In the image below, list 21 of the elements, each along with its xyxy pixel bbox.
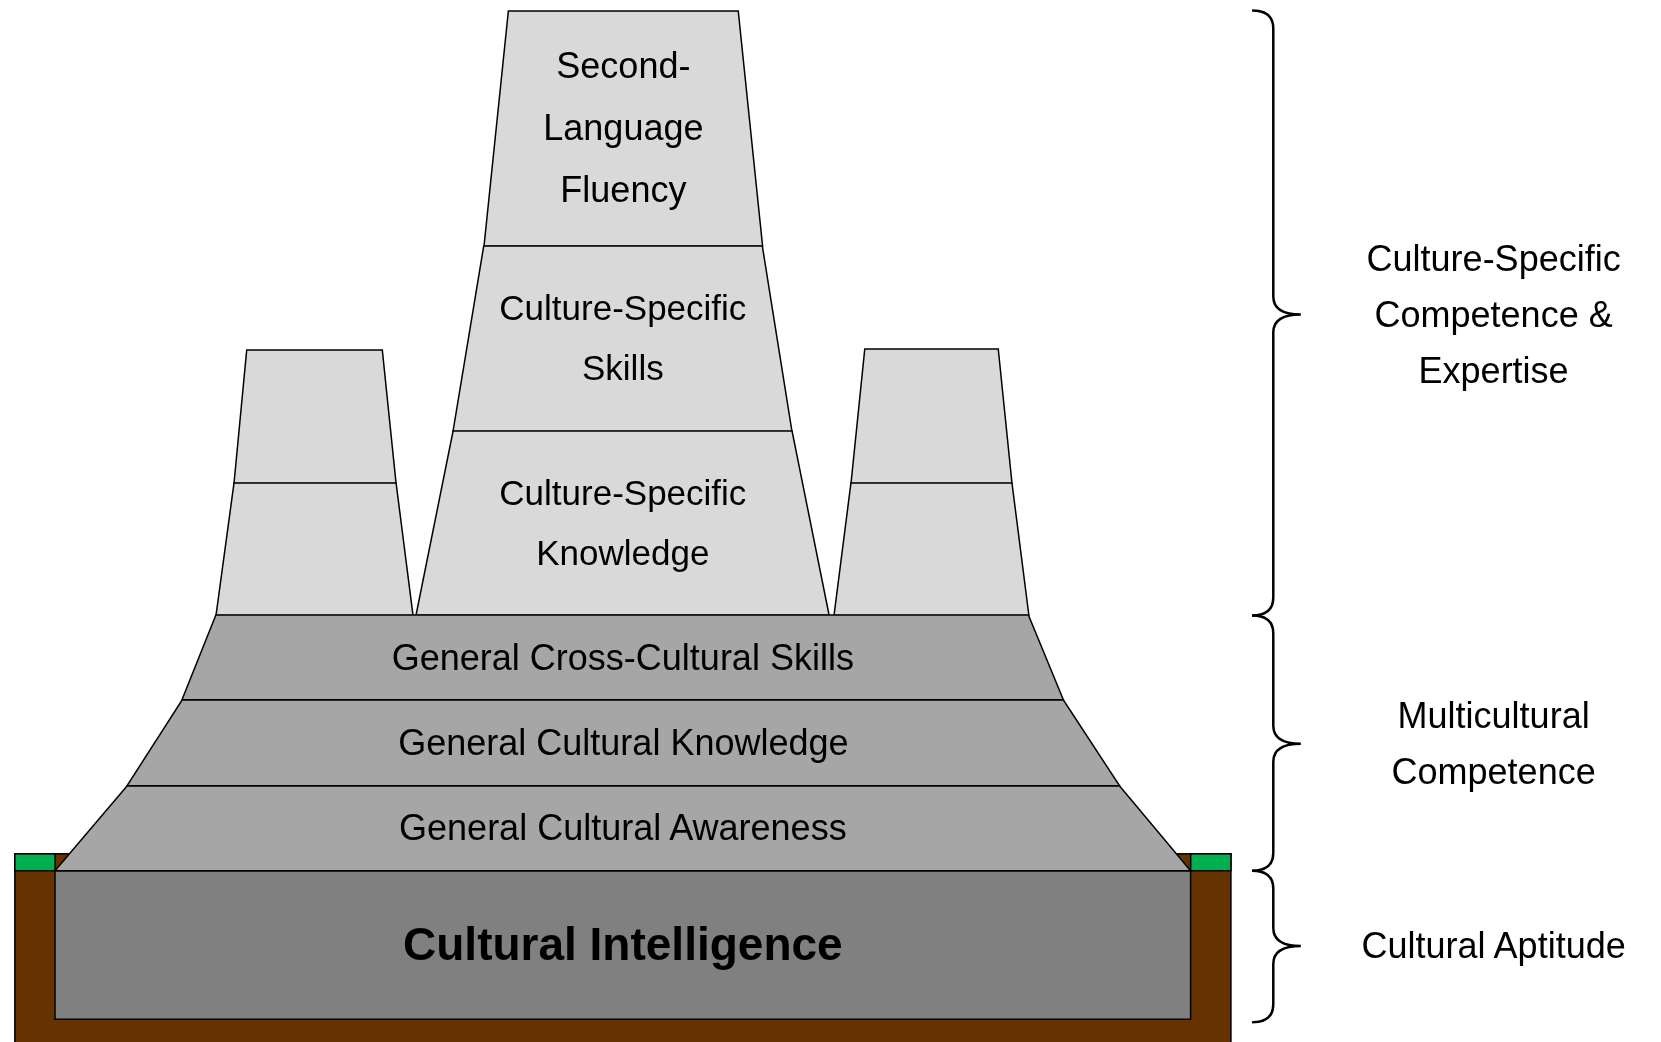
layer-label: Culture-Specific Skills xyxy=(498,287,748,390)
layer-label: Culture-Specific Knowledge xyxy=(498,472,748,575)
layer-block xyxy=(453,245,793,432)
layer-block xyxy=(416,431,830,616)
layer-label: General Cross-Cultural Skills xyxy=(390,635,855,680)
layer-label: General Cultural Knowledge xyxy=(397,721,850,766)
layer-block xyxy=(55,786,1191,871)
layer-label: General Cultural Awareness xyxy=(398,806,848,851)
group-label: Cultural Aptitude xyxy=(1360,924,1627,969)
group-label: Multicultural Competence xyxy=(1390,693,1597,794)
layer-block xyxy=(127,700,1120,786)
tower-block xyxy=(833,483,1029,616)
base-block xyxy=(55,870,1191,1020)
layer-block xyxy=(484,10,763,246)
tower-block xyxy=(234,349,397,484)
layer-block xyxy=(182,615,1064,701)
layer-label: Cultural Intelligence xyxy=(402,917,844,973)
tower-block xyxy=(850,348,1012,484)
tower-block xyxy=(216,483,414,616)
layer-label: Second-Language Fluency xyxy=(542,44,705,213)
group-label: Culture-Specific Competence & Expertise xyxy=(1365,236,1622,393)
